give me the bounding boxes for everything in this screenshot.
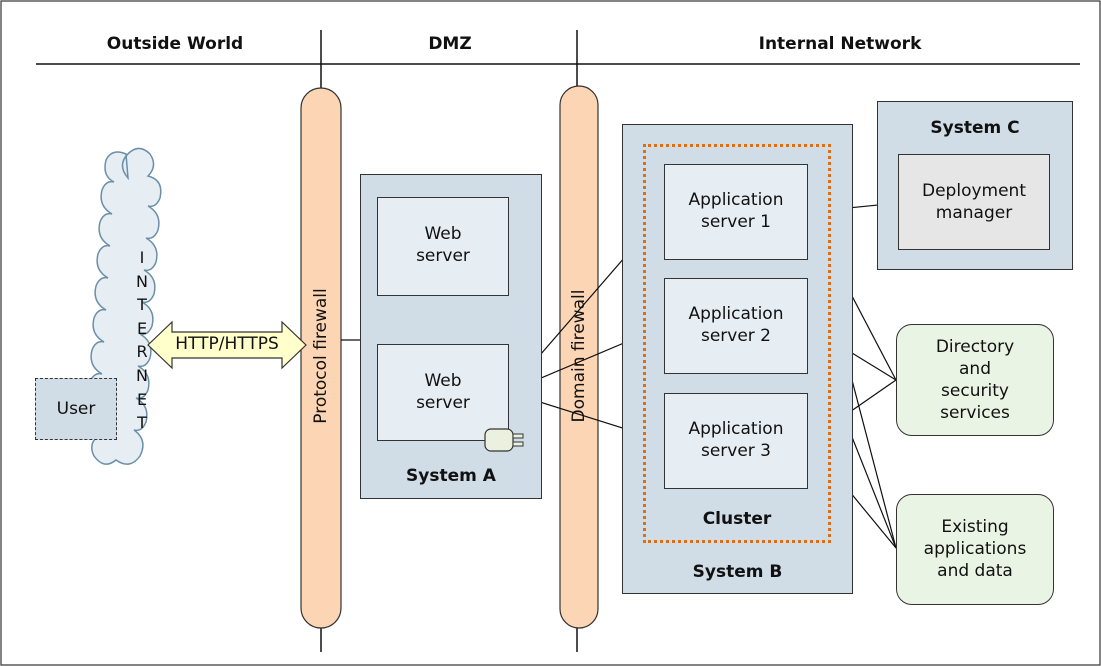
app-server-3-line1: Application [688,419,784,439]
directory-line1: Directory [935,337,1015,357]
system-c-title: System C [930,118,1020,138]
deployment-manager-label: Deployment manager [898,180,1050,224]
system-a-title: System A [406,466,496,486]
web-server-bottom-box [377,344,509,441]
internet-letter: I [139,248,145,267]
plugin-icon [484,428,524,452]
app-server-1-label: Application server 1 [664,189,808,233]
app-server-2-line1: Application [688,304,784,324]
deployment-manager-line2: manager [935,203,1013,223]
zone-header-outside: Outside World [106,34,244,54]
domain-firewall-label: Domain firewall [569,289,589,423]
existing-line3: and data [937,561,1013,581]
web-server-bottom-label: Web server [377,370,509,414]
directory-line4: services [940,403,1010,423]
http-arrow-label: HTTP/HTTPS [175,334,279,354]
app-server-3-line2: server 3 [700,441,772,461]
web-server-bottom-line2: server [416,393,470,413]
deployment-manager-box [898,154,1050,250]
existing-line1: Existing [941,517,1009,537]
existing-line2: applications [923,539,1027,559]
web-server-top-line2: server [416,246,470,266]
web-server-top-label: Web server [377,223,509,267]
internet-letter: R [136,342,148,362]
app-server-3-box [664,393,808,489]
directory-services-label: Directory and security services [896,336,1054,424]
web-server-top-line1: Web [424,224,462,244]
app-server-2-label: Application server 2 [664,303,808,347]
deployment-manager-line1: Deployment [922,181,1026,201]
web-server-bottom-line1: Web [424,371,462,391]
app-server-1-line1: Application [688,190,784,210]
domain-firewall-shape [559,85,599,629]
internet-letter: N [136,271,148,291]
cluster-title: Cluster [702,509,772,529]
system-b-title: System B [692,562,783,582]
directory-line3: security [941,381,1009,401]
app-server-3-label: Application server 3 [664,418,808,462]
internet-letter: T [137,413,147,433]
directory-line2: and [959,359,991,379]
internet-letter: E [136,389,148,409]
http-arrow-shape [147,320,307,370]
existing-apps-box [896,494,1054,605]
app-server-2-line2: server 2 [700,326,772,346]
zone-header-internal: Internal Network [758,34,922,54]
existing-apps-label: Existing applications and data [896,516,1054,582]
internet-letter: E [136,318,148,338]
user-label: User [56,399,96,419]
zone-header-dmz: DMZ [428,34,472,54]
internet-letter: T [137,295,147,315]
cluster-box [643,144,831,543]
app-server-2-box [664,278,808,374]
app-server-1-line2: server 1 [700,212,772,232]
user-box [35,378,117,440]
protocol-firewall-shape [300,87,342,629]
protocol-firewall-label: Protocol firewall [311,288,331,424]
app-server-1-box [664,164,808,260]
directory-services-box [896,324,1054,436]
internet-label: I N T E R N E T [132,246,152,435]
web-server-top-box [377,197,509,296]
internet-letter: N [136,365,148,385]
